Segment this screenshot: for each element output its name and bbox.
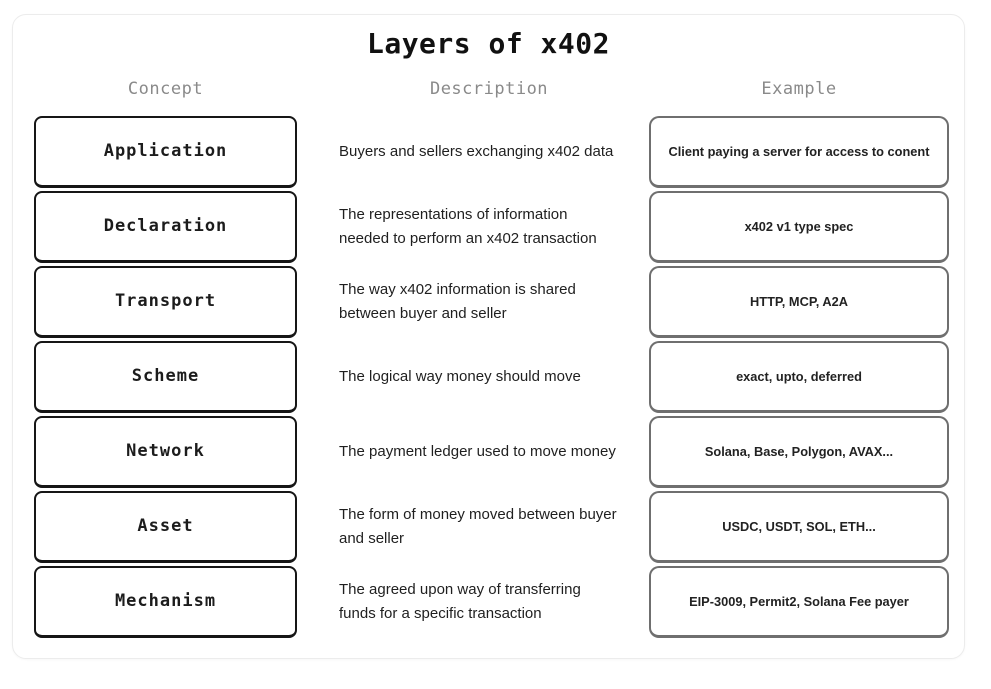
concept-box: Scheme bbox=[34, 340, 297, 413]
example-box: USDC, USDT, SOL, ETH... bbox=[649, 490, 949, 563]
example-label: USDC, USDT, SOL, ETH... bbox=[722, 518, 876, 534]
column-header-concept: Concept bbox=[127, 79, 204, 99]
example-label: Client paying a server for access to con… bbox=[668, 143, 930, 159]
example-label: exact, upto, deferred bbox=[736, 368, 862, 384]
row-scheme: Scheme The logical way money should move… bbox=[13, 339, 964, 414]
concept-box: Declaration bbox=[34, 190, 297, 263]
example-label: Solana, Base, Polygon, AVAX... bbox=[704, 443, 894, 459]
concept-label: Network bbox=[126, 441, 205, 461]
example-box: exact, upto, deferred bbox=[649, 340, 949, 413]
description-text: The representations of information neede… bbox=[339, 205, 597, 247]
row-transport: Transport The way x402 information is sh… bbox=[13, 264, 964, 339]
description-text: The way x402 information is shared betwe… bbox=[339, 280, 576, 322]
concept-label: Mechanism bbox=[114, 591, 217, 611]
row-asset: Asset The form of money moved between bu… bbox=[13, 489, 964, 564]
description-cell: Buyers and sellers exchanging x402 data bbox=[297, 114, 649, 189]
row-network: Network The payment ledger used to move … bbox=[13, 414, 964, 489]
column-headers: Concept Description Example bbox=[13, 79, 964, 99]
description-text: The payment ledger used to move money bbox=[339, 442, 616, 460]
description-cell: The payment ledger used to move money bbox=[297, 414, 649, 489]
description-cell: The logical way money should move bbox=[297, 339, 649, 414]
row-mechanism: Mechanism The agreed upon way of transfe… bbox=[13, 564, 964, 639]
example-box: Client paying a server for access to con… bbox=[649, 115, 949, 188]
concept-label: Application bbox=[103, 141, 228, 161]
example-box: x402 v1 type spec bbox=[649, 190, 949, 263]
description-cell: The way x402 information is shared betwe… bbox=[297, 264, 649, 339]
example-box: HTTP, MCP, A2A bbox=[649, 265, 949, 338]
concept-box: Mechanism bbox=[34, 565, 297, 638]
column-header-example: Example bbox=[761, 79, 837, 99]
column-header-description: Description bbox=[429, 79, 549, 99]
description-cell: The representations of information neede… bbox=[297, 189, 649, 264]
concept-label: Declaration bbox=[103, 216, 228, 236]
concept-label: Transport bbox=[114, 291, 217, 311]
concept-box: Transport bbox=[34, 265, 297, 338]
example-label: EIP-3009, Permit2, Solana Fee payer bbox=[689, 593, 909, 609]
row-declaration: Declaration The representations of infor… bbox=[13, 189, 964, 264]
description-cell: The agreed upon way of transferring fund… bbox=[297, 564, 649, 639]
diagram-card: Layers of x402 Concept Description Examp… bbox=[12, 14, 965, 659]
description-text: The logical way money should move bbox=[339, 367, 581, 385]
concept-box: Asset bbox=[34, 490, 297, 563]
description-text: The agreed upon way of transferring fund… bbox=[339, 580, 581, 622]
concept-label: Scheme bbox=[131, 366, 200, 386]
description-text: The form of money moved between buyer an… bbox=[339, 505, 617, 547]
row-application: Application Buyers and sellers exchangin… bbox=[13, 114, 964, 189]
example-box: EIP-3009, Permit2, Solana Fee payer bbox=[649, 565, 949, 638]
diagram-rows: Application Buyers and sellers exchangin… bbox=[13, 114, 964, 639]
example-box: Solana, Base, Polygon, AVAX... bbox=[649, 415, 949, 488]
concept-label: Asset bbox=[137, 516, 194, 536]
example-label: x402 v1 type spec bbox=[744, 218, 854, 234]
description-text: Buyers and sellers exchanging x402 data bbox=[339, 142, 614, 160]
concept-box: Application bbox=[34, 115, 297, 188]
description-cell: The form of money moved between buyer an… bbox=[297, 489, 649, 564]
example-label: HTTP, MCP, A2A bbox=[750, 293, 848, 309]
diagram-title: Layers of x402 bbox=[366, 27, 610, 60]
concept-box: Network bbox=[34, 415, 297, 488]
